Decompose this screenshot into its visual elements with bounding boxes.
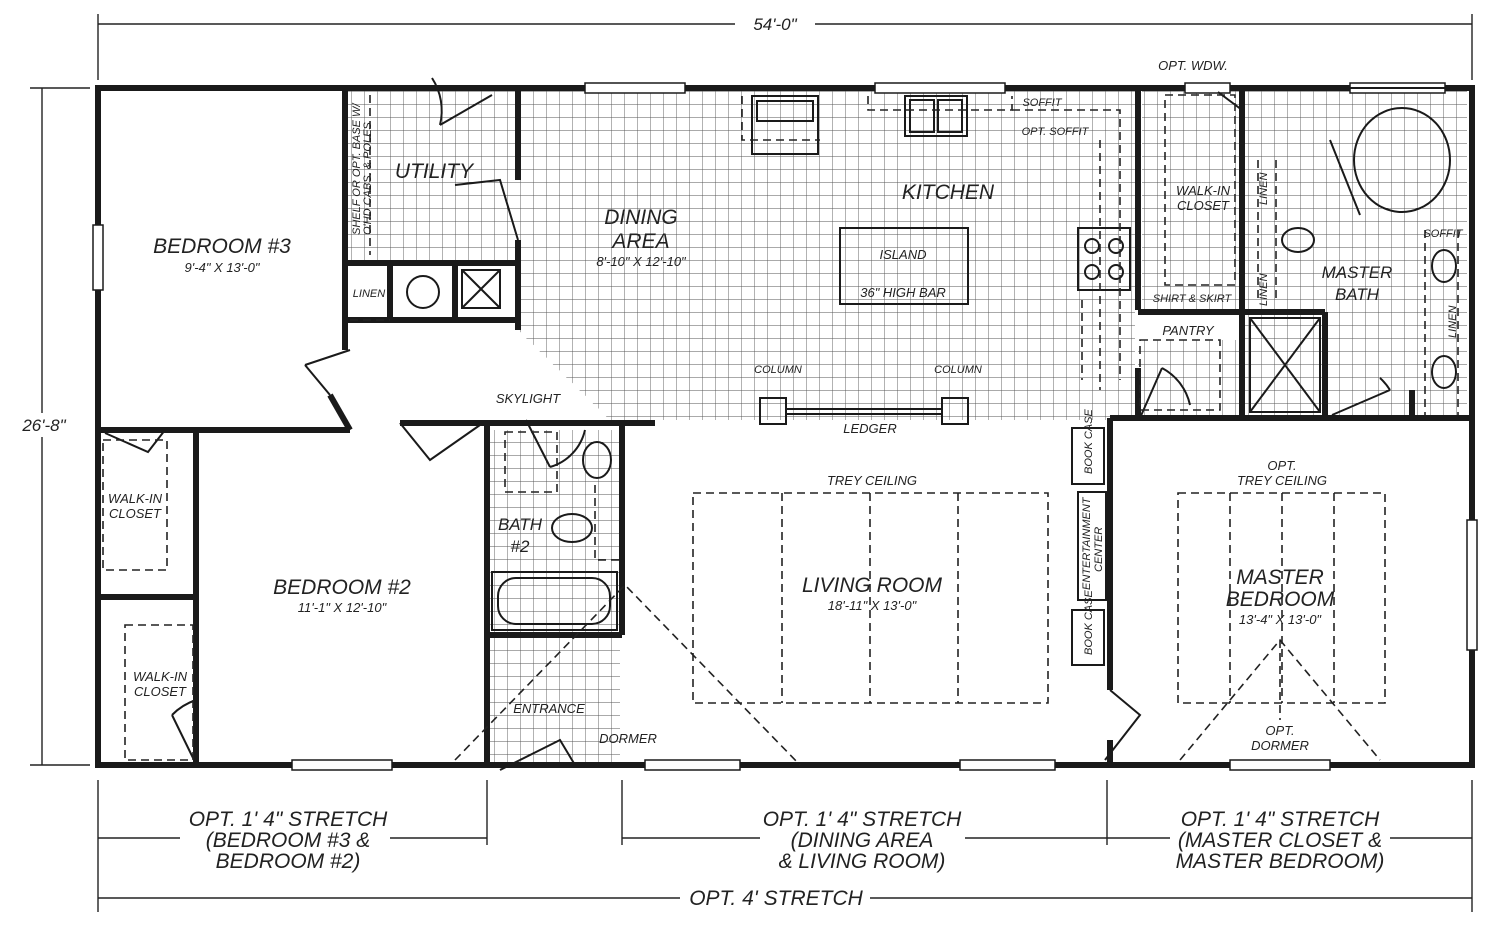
walkin-closet-3-line1: WALK-IN <box>1176 183 1231 198</box>
shelf-label-2: O'HD CABS. & POLES <box>362 122 374 235</box>
bedroom3-name: BEDROOM #3 <box>153 235 291 258</box>
detail-labels: LINEN SHELF OR OPT. BASE W/ O'HD CABS. &… <box>108 58 1464 753</box>
high-bar-label: 36" HIGH BAR <box>860 285 946 300</box>
trey-ceiling-label: TREY CEILING <box>827 473 917 488</box>
skylight-label: SKYLIGHT <box>496 391 561 406</box>
kitchen-island <box>839 227 969 305</box>
exterior-wall <box>95 85 1475 768</box>
linen-master-3: LINEN <box>1447 306 1459 338</box>
width-dimension: 54'-0" <box>753 15 797 34</box>
kitchen-name: KITCHEN <box>902 181 995 204</box>
bookcase-label-2: BOOK CASE <box>1083 590 1095 655</box>
tiled-floors <box>348 88 1467 765</box>
dining-size: 8'-10" X 12'-10" <box>596 254 687 269</box>
walkin-closet-1-line1: WALK-IN <box>108 491 163 506</box>
master-bedroom-size: 13'-4" X 13'-0" <box>1239 612 1323 627</box>
master-bedroom-name-1: MASTER <box>1236 566 1324 589</box>
column-right-label: COLUMN <box>934 364 982 376</box>
ledger-label: LEDGER <box>843 421 896 436</box>
stretch-middle-1: OPT. 1' 4" STRETCH <box>763 808 962 831</box>
bath2-name-2: #2 <box>511 537 530 556</box>
linen-master-2: LINEN <box>1258 274 1270 306</box>
walkin-closet-1-line2: CLOSET <box>109 506 162 521</box>
opt-trey-label-1: OPT. <box>1267 458 1296 473</box>
column-right <box>941 397 969 425</box>
master-bath-name-2: BATH <box>1335 285 1380 304</box>
column-left <box>759 397 787 425</box>
shelf-label-1: SHELF OR OPT. BASE W/ <box>351 103 363 235</box>
living-size: 18'-11" X 13'-0" <box>828 598 918 613</box>
linen-label: LINEN <box>353 288 385 300</box>
bookcase-label-1: BOOK CASE <box>1083 409 1095 474</box>
soffit-label: SOFFIT <box>1022 97 1062 109</box>
walkin-closet-2-line2: CLOSET <box>134 684 187 699</box>
room-labels: BEDROOM #3 9'-4" X 13'-0" BEDROOM #2 11'… <box>153 160 1392 627</box>
living-name: LIVING ROOM <box>802 574 943 597</box>
walkin-closet-2-line1: WALK-IN <box>133 669 188 684</box>
bath2-name-1: BATH <box>498 515 543 534</box>
stretch-left-1: OPT. 1' 4" STRETCH <box>189 808 388 831</box>
stretch-right-2: (MASTER CLOSET & <box>1178 829 1382 852</box>
entertainment-label-2: CENTER <box>1093 527 1105 572</box>
master-bath-name-1: MASTER <box>1322 263 1393 282</box>
island-label: ISLAND <box>880 247 927 262</box>
bedroom2-name: BEDROOM #2 <box>273 576 411 599</box>
bedroom2-size: 11'-1" X 12'-10" <box>298 600 388 615</box>
soffit-master-label: SOFFIT <box>1423 228 1463 240</box>
overall-dimensions: 54'-0" 26'-8" <box>14 12 1473 766</box>
utility-name: UTILITY <box>395 160 475 183</box>
master-bedroom-name-2: BEDROOM <box>1226 588 1335 611</box>
opt-dormer-label-2: DORMER <box>1251 738 1309 753</box>
stretch-overall: OPT. 4' STRETCH <box>689 887 863 910</box>
opt-soffit-label: OPT. SOFFIT <box>1022 126 1090 138</box>
bedroom3-size: 9'-4" X 13'-0" <box>185 260 261 275</box>
stretch-middle-2: (DINING AREA <box>791 829 934 852</box>
dining-name-2: AREA <box>610 230 669 253</box>
linen-master-1: LINEN <box>1258 173 1270 205</box>
dormer-label: DORMER <box>599 731 657 746</box>
stretch-left-3: BEDROOM #2) <box>216 850 361 873</box>
opt-trey-label-2: TREY CEILING <box>1237 473 1327 488</box>
stretch-right-1: OPT. 1' 4" STRETCH <box>1181 808 1380 831</box>
dashed-features <box>102 94 1459 766</box>
stretch-middle-3: & LIVING ROOM) <box>779 850 946 873</box>
fixtures <box>406 87 1465 631</box>
interior-walls <box>95 88 1472 765</box>
stretch-dimensions: OPT. 1' 4" STRETCH (BEDROOM #3 & BEDROOM… <box>97 780 1473 912</box>
entertainment-label-1: ENTERTAINMENT <box>1081 496 1093 590</box>
walkin-closet-3-line2: CLOSET <box>1177 198 1230 213</box>
shirt-skirt-label: SHIRT & SKIRT <box>1153 293 1233 305</box>
pantry-label: PANTRY <box>1162 323 1215 338</box>
opt-window-label: OPT. WDW. <box>1158 58 1228 73</box>
column-left-label: COLUMN <box>754 364 802 376</box>
stretch-left-2: (BEDROOM #3 & <box>206 829 371 852</box>
entrance-label: ENTRANCE <box>513 701 585 716</box>
stretch-right-3: MASTER BEDROOM) <box>1176 850 1385 873</box>
opt-dormer-label-1: OPT. <box>1265 723 1294 738</box>
depth-dimension: 26'-8" <box>21 416 66 435</box>
dining-name-1: DINING <box>604 206 678 229</box>
